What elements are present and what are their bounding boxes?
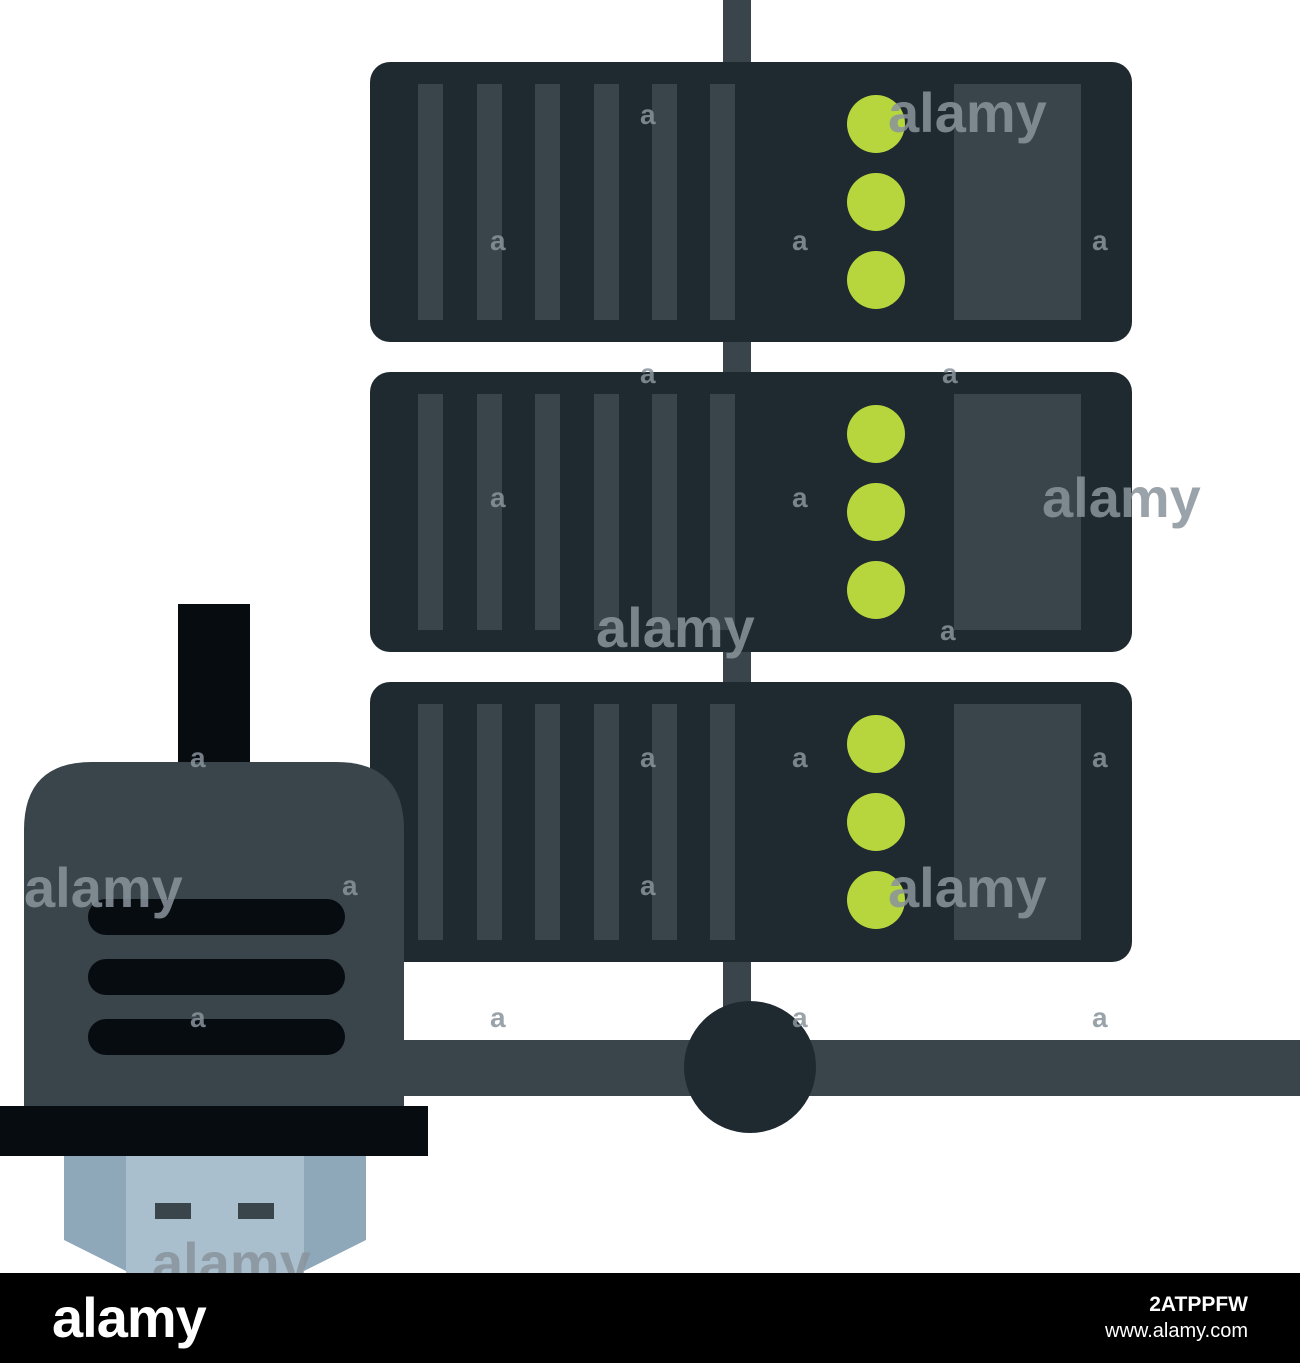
server-vent-slot — [535, 394, 560, 630]
watermark-letter: a — [640, 742, 656, 773]
server-vent-slot — [535, 704, 560, 940]
server-vent-slot — [710, 704, 735, 940]
watermark-letter: a — [640, 99, 656, 130]
server-vent-slot — [652, 84, 677, 320]
watermark-letter: a — [342, 870, 358, 901]
usb-connector-pin — [238, 1203, 274, 1219]
footer-url: www.alamy.com — [1105, 1320, 1248, 1342]
watermark-letter: a — [640, 358, 656, 389]
footer-image-id: 2ATPPFW — [1149, 1293, 1248, 1316]
status-led — [847, 871, 905, 929]
watermark-letter: a — [792, 1002, 808, 1033]
server-drive-panel — [954, 84, 1081, 320]
server-vent-slot — [477, 84, 502, 320]
watermark-text: alamy — [888, 81, 1047, 144]
server-vent-slot — [710, 84, 735, 320]
vertical-cable-top — [723, 0, 751, 70]
server-drive-panel — [954, 704, 1081, 940]
watermark-letter: a — [190, 742, 206, 773]
server-unit-1 — [370, 62, 1132, 342]
watermark-letter: a — [792, 225, 808, 256]
server-vent-slot — [594, 394, 619, 630]
watermark-letter: a — [792, 482, 808, 513]
watermark-letter: a — [490, 482, 506, 513]
server-unit-2 — [370, 372, 1132, 652]
watermark-text: alamy — [596, 596, 755, 659]
server-vent-slot — [710, 394, 735, 630]
server-vent-slot — [418, 394, 443, 630]
status-led — [847, 95, 905, 153]
usb-plug-band — [0, 1106, 428, 1156]
server-vent-slot — [652, 394, 677, 630]
footer-logo: alamy — [52, 1286, 207, 1349]
usb-grip-line — [88, 1019, 345, 1055]
server-vent-slot — [418, 704, 443, 940]
server-vent-slot — [652, 704, 677, 940]
server-vent-slot — [535, 84, 560, 320]
server-usb-illustration: alamy alamy alamy alamy alamy alamy a a … — [0, 0, 1300, 1273]
horizontal-cable — [380, 1040, 1300, 1096]
status-led — [847, 251, 905, 309]
network-hub-node — [684, 1001, 816, 1133]
server-vent-slot — [477, 704, 502, 940]
watermark-text: alamy — [152, 1231, 311, 1273]
watermark-letter: a — [1092, 1002, 1108, 1033]
usb-plug — [0, 604, 428, 1273]
watermark-text: alamy — [24, 856, 183, 919]
watermark-letter: a — [640, 870, 656, 901]
watermark-letter: a — [792, 742, 808, 773]
watermark-letter: a — [190, 1002, 206, 1033]
server-vent-slot — [594, 704, 619, 940]
status-led — [847, 483, 905, 541]
watermark-text: alamy — [888, 856, 1047, 919]
stock-footer-bar: alamy 2ATPPFW www.alamy.com — [0, 1273, 1300, 1363]
server-vent-slot — [594, 84, 619, 320]
server-vent-slot — [477, 394, 502, 630]
watermark-letter: a — [1092, 742, 1108, 773]
server-vent-slot — [418, 84, 443, 320]
status-led — [847, 561, 905, 619]
usb-cable-stub — [178, 604, 250, 764]
watermark-overlay: alamy alamy alamy alamy alamy alamy a a … — [24, 81, 1201, 1273]
status-led — [847, 405, 905, 463]
usb-connector-pin — [155, 1203, 191, 1219]
usb-grip-line — [88, 899, 345, 935]
watermark-letter: a — [940, 615, 956, 646]
status-led — [847, 715, 905, 773]
status-led — [847, 793, 905, 851]
usb-grip-line — [88, 959, 345, 995]
server-drive-panel — [954, 394, 1081, 630]
watermark-letter: a — [942, 358, 958, 389]
status-led — [847, 173, 905, 231]
server-unit-3 — [370, 682, 1132, 962]
watermark-letter: a — [490, 225, 506, 256]
watermark-text: alamy — [1042, 466, 1201, 529]
watermark-letter: a — [490, 1002, 506, 1033]
watermark-letter: a — [1092, 225, 1108, 256]
